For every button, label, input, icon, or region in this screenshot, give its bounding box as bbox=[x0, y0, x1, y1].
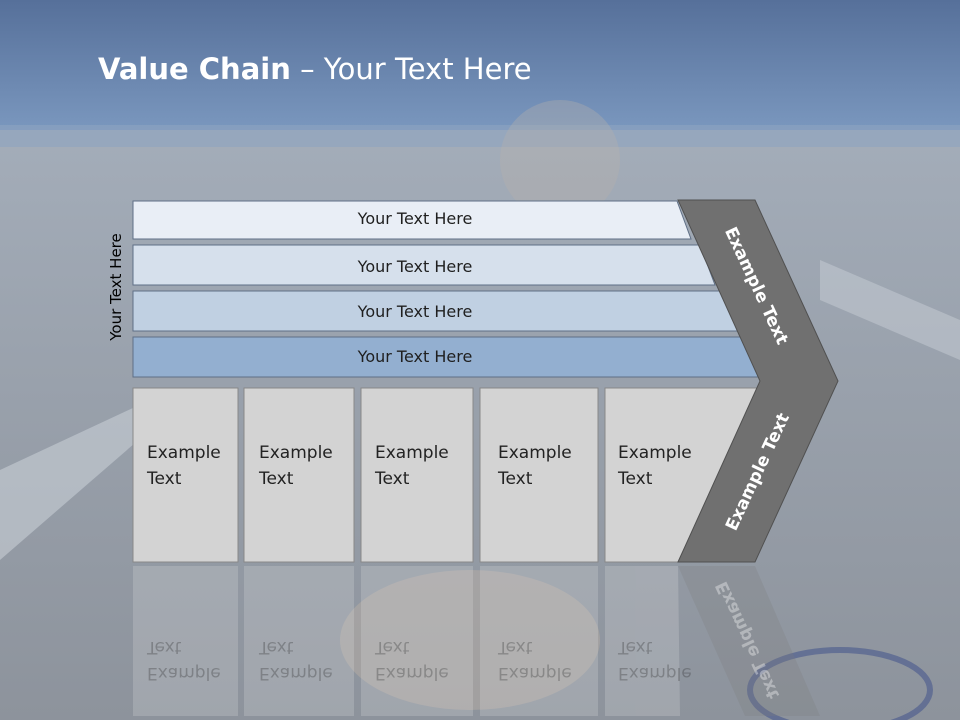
box-3-line2: Text bbox=[375, 469, 410, 489]
box-4-reflection-line1: Example bbox=[498, 663, 572, 683]
box-1-reflection: Example Text bbox=[147, 634, 221, 686]
box-3-reflection-line1: Example bbox=[375, 663, 449, 683]
title-rest: – Your Text Here bbox=[290, 52, 532, 86]
box-5-reflection-line2: Text bbox=[618, 637, 653, 657]
box-1-reflection-line1: Example bbox=[147, 663, 221, 683]
slide-title: Value Chain – Your Text Here bbox=[98, 52, 532, 86]
box-2-line1: Example bbox=[259, 443, 333, 463]
bar-1-label: Your Text Here bbox=[357, 209, 473, 228]
box-3-reflection: Example Text bbox=[375, 634, 449, 686]
bar-1[interactable] bbox=[132, 200, 692, 240]
box-2-reflection: Example Text bbox=[259, 634, 333, 686]
title-bold: Value Chain bbox=[98, 52, 291, 86]
box-4-line2: Text bbox=[498, 469, 533, 489]
box-2-line2: Text bbox=[259, 469, 294, 489]
box-5-reflection-line1: Example bbox=[618, 663, 692, 683]
box-2-reflection-line1: Example bbox=[259, 663, 333, 683]
box-5-reflection: Example Text bbox=[618, 634, 692, 686]
box-4[interactable] bbox=[479, 387, 599, 563]
box-4-reflection: Example Text bbox=[498, 634, 572, 686]
box-1-line1: Example bbox=[147, 443, 221, 463]
box-5-line1: Example bbox=[618, 443, 692, 463]
chevron-reflection bbox=[678, 566, 820, 716]
box-2[interactable] bbox=[243, 387, 355, 563]
bar-3-label: Your Text Here bbox=[357, 302, 473, 321]
box-3[interactable] bbox=[360, 387, 474, 563]
box-3-reflection-line2: Text bbox=[375, 637, 410, 657]
bar-2[interactable] bbox=[132, 244, 716, 286]
chevron-arrow[interactable] bbox=[677, 199, 839, 563]
box-4-reflection-line2: Text bbox=[498, 637, 533, 657]
box-2-reflection-line2: Text bbox=[259, 637, 294, 657]
box-1-line2: Text bbox=[147, 469, 182, 489]
box-5-line2: Text bbox=[618, 469, 653, 489]
box-1[interactable] bbox=[132, 387, 239, 563]
boxes-reflection bbox=[133, 566, 680, 716]
bar-4-label: Your Text Here bbox=[357, 347, 473, 366]
box-4-line1: Example bbox=[498, 443, 572, 463]
box-1-reflection-line2: Text bbox=[147, 637, 182, 657]
bar-2-label: Your Text Here bbox=[357, 257, 473, 276]
box-3-line1: Example bbox=[375, 443, 449, 463]
